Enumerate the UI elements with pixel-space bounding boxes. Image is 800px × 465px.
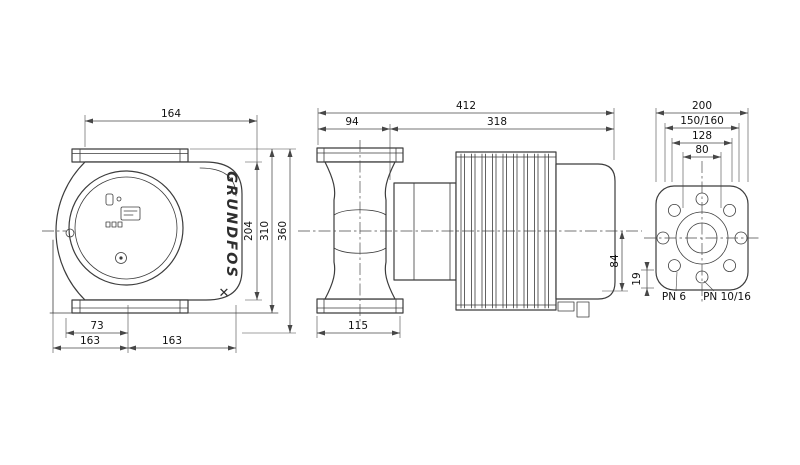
dim-label-360: 360: [277, 221, 289, 241]
motor-end-cap: [555, 163, 616, 300]
dim-label-19: 19: [631, 272, 643, 285]
dim-label-163-right: 163: [162, 335, 182, 347]
pn6-leader: [675, 271, 678, 292]
flange-view: PN 6 PN 10/16: [655, 185, 751, 303]
sensor-dot: [116, 196, 122, 202]
grundfos-x-icon: ✕: [219, 286, 230, 301]
display-panel: [120, 206, 141, 221]
dim-label-80: 80: [695, 144, 708, 156]
pump-head-section: [393, 182, 457, 281]
bolt-hole: [668, 259, 681, 273]
dim-label-128: 128: [692, 130, 712, 142]
control-panel-inner: [74, 176, 178, 280]
push-button: [115, 252, 127, 264]
side-view: [316, 147, 616, 318]
pump-body-inner-contour: [199, 167, 237, 197]
bolt-hole: [668, 203, 681, 217]
dim-label-412: 412: [456, 100, 476, 112]
bolt-hole: [723, 203, 736, 217]
front-bottom-flange: [71, 299, 189, 314]
cable-plug: [557, 301, 575, 312]
dim-label-310: 310: [259, 221, 271, 241]
dim-label-73: 73: [90, 320, 103, 332]
centerlines: [42, 140, 760, 322]
front-view: GRUNDFOS ✕: [49, 148, 279, 314]
brand-text: GRUNDFOS: [223, 171, 239, 279]
panel-mark: [117, 221, 123, 228]
control-panel-outer: [68, 170, 184, 286]
dim-label-163-left: 163: [80, 335, 100, 347]
dim-label-94: 94: [345, 116, 359, 128]
vent-plug: [65, 228, 75, 238]
dim-label-318: 318: [487, 116, 507, 128]
label-pn6: PN 6: [662, 291, 687, 303]
front-view-dimensions: 164 204 310 360 73 163 163: [52, 108, 296, 353]
pn1016-leader: [703, 280, 715, 292]
dim-label-204: 204: [243, 221, 255, 241]
side-view-dimensions: 412 94 318 115 84: [316, 100, 628, 338]
panel-mark: [111, 221, 117, 228]
front-top-flange: [71, 148, 189, 163]
dim-label-115: 115: [348, 320, 368, 332]
flange-view-dimensions: 200 150/160 128 80 19: [631, 100, 749, 296]
dim-label-150-160: 150/160: [680, 115, 724, 127]
cable-gland: [576, 301, 590, 318]
dim-label-84: 84: [609, 254, 621, 268]
indicator-light: [105, 193, 114, 206]
dim-label-200: 200: [692, 100, 712, 112]
label-pn10-16: PN 10/16: [703, 291, 751, 303]
panel-mark: [105, 221, 111, 228]
dim-label-164: 164: [161, 108, 181, 120]
bolt-hole: [723, 259, 736, 273]
